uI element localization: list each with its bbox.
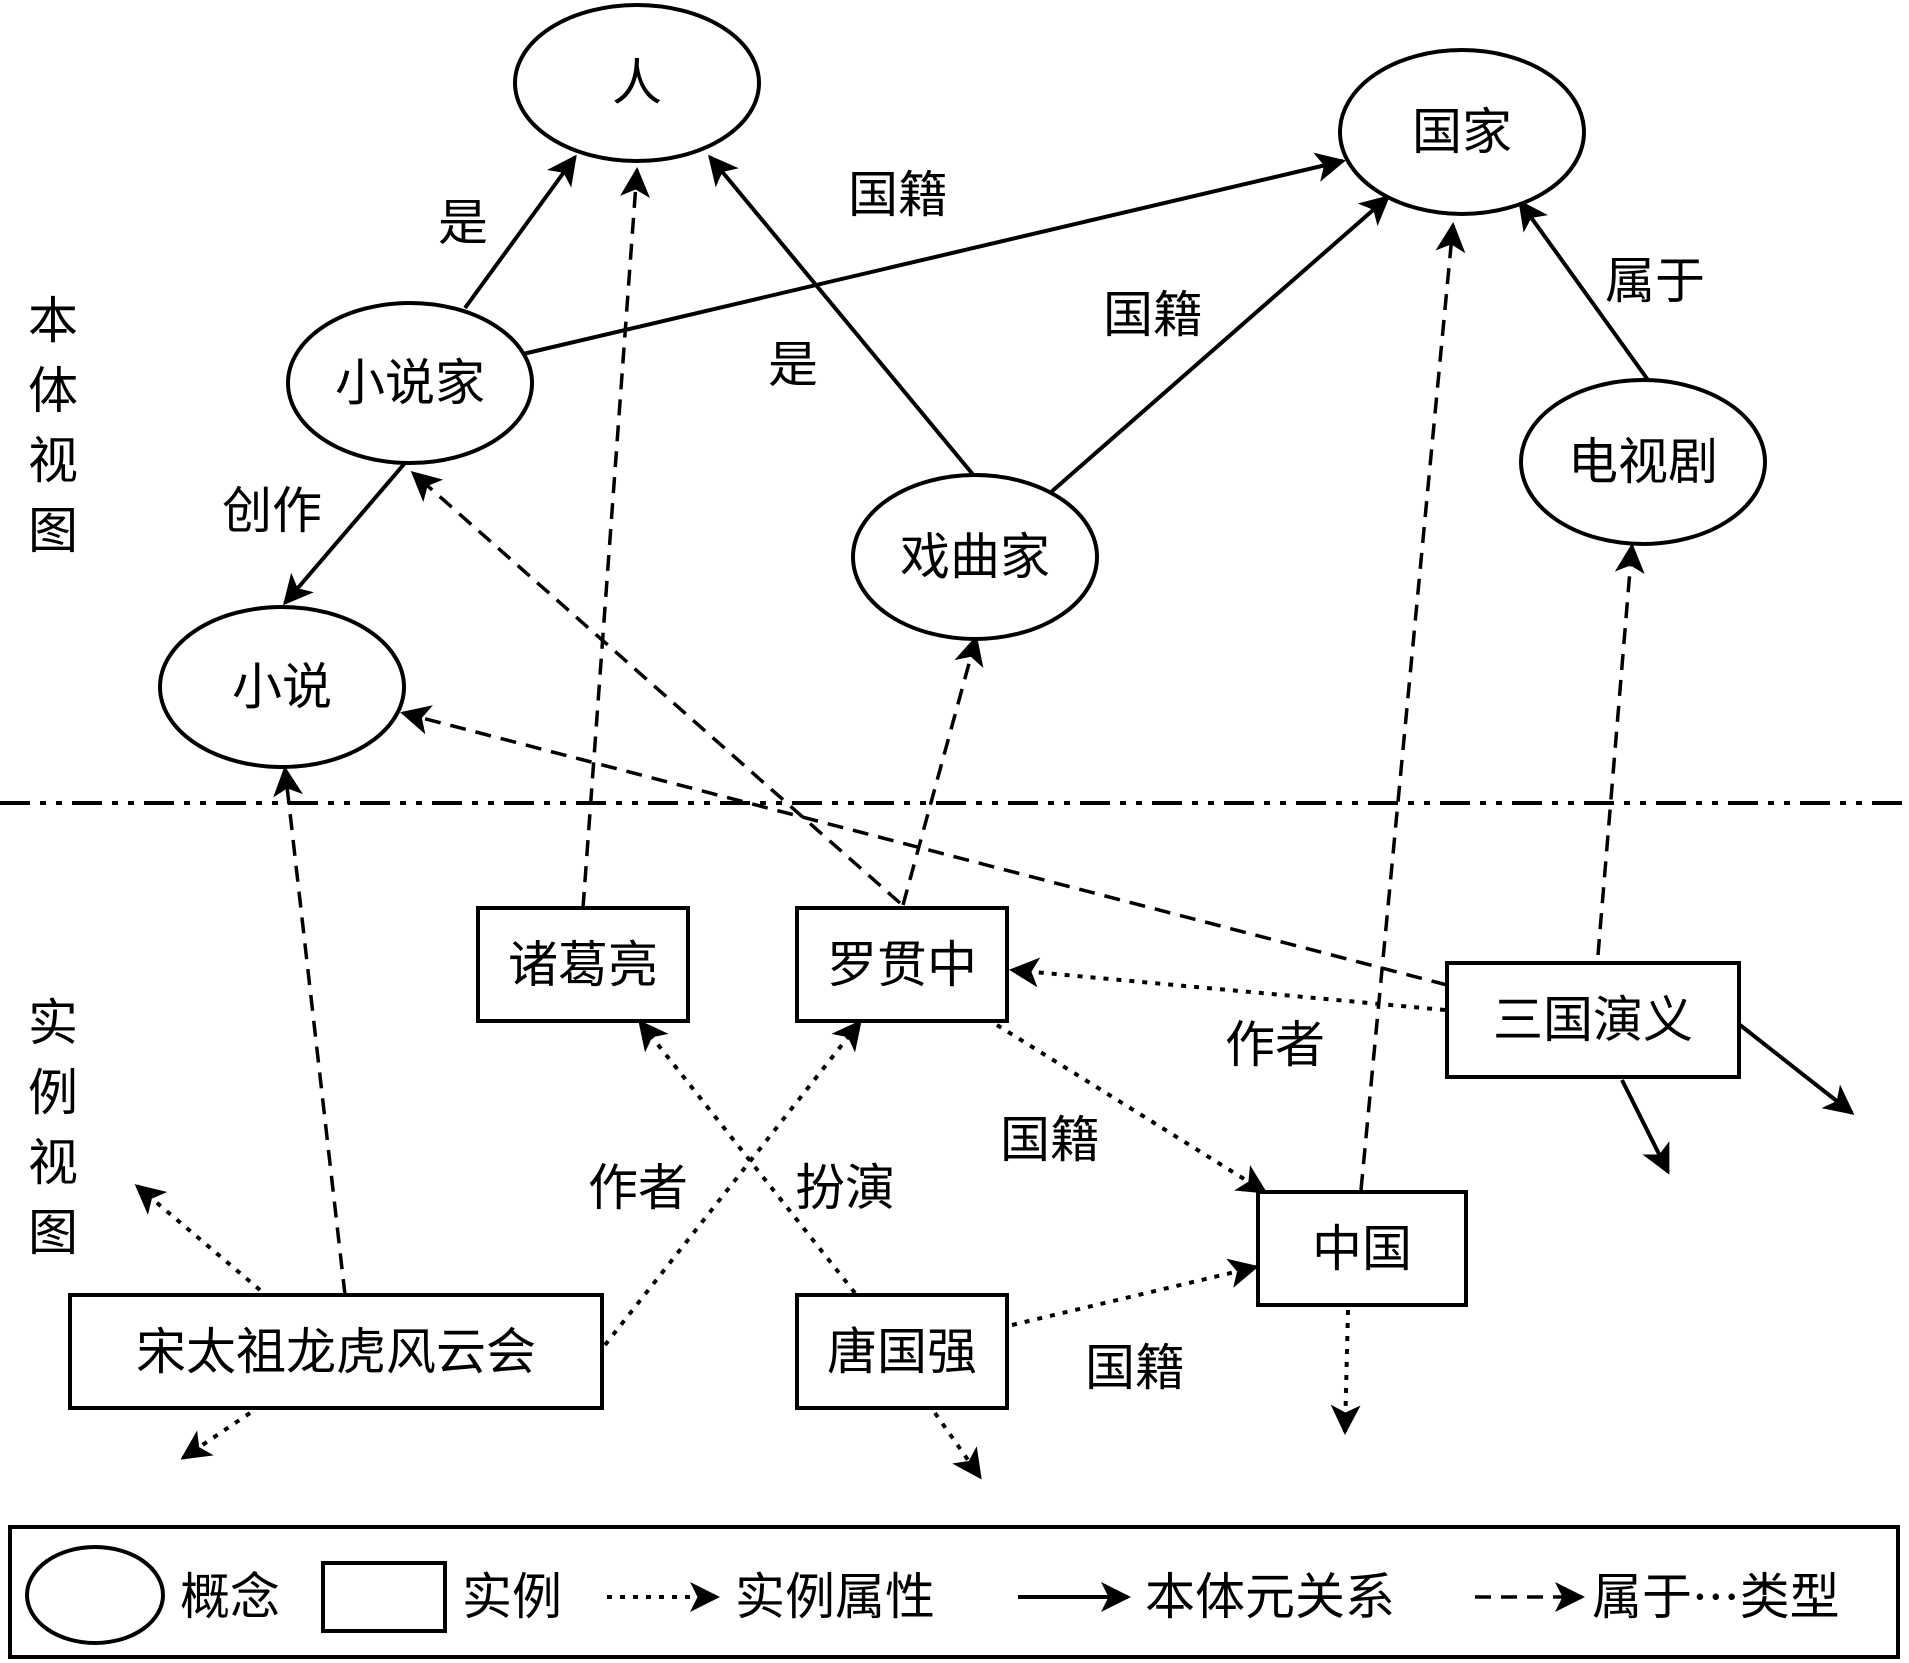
concept-ren: 人 bbox=[513, 3, 761, 163]
edge-sanguo-dianshiju bbox=[1596, 543, 1645, 956]
legend-meta-relation-label: 本体元关系 bbox=[1145, 1568, 1395, 1626]
instance-tangguoqiang: 唐国强 bbox=[795, 1293, 1009, 1410]
edge-zhongguo-out-down bbox=[1330, 1309, 1361, 1435]
edge-xiaoshuojia-xiaoshuo bbox=[283, 461, 407, 606]
instance-zhongguo-label: 中国 bbox=[1312, 1220, 1412, 1278]
edge-songtaizu-out-upleft bbox=[134, 1184, 262, 1292]
concept-xiaoshuo: 小说 bbox=[158, 605, 406, 769]
edge-sanguo-xiaoshuo bbox=[400, 705, 1448, 987]
instance-songtaizu: 宋太祖龙虎风云会 bbox=[68, 1293, 604, 1410]
edge-dianshiju-guojia bbox=[1518, 199, 1650, 382]
ontology-view-label: 本体视图 bbox=[28, 292, 78, 560]
label-zuozhe-2: 作者 bbox=[588, 1159, 688, 1217]
instance-zhugeliang: 诸葛亮 bbox=[476, 906, 690, 1023]
edge-sanguo-out-down bbox=[1620, 1079, 1670, 1175]
instance-zhongguo: 中国 bbox=[1256, 1190, 1468, 1307]
concept-guojia: 国家 bbox=[1338, 48, 1586, 216]
edge-zhongguo-guojia bbox=[1359, 222, 1466, 1191]
concept-xiquijia-label: 戏曲家 bbox=[900, 528, 1050, 586]
concept-dianshiju-label: 电视剧 bbox=[1568, 433, 1718, 491]
label-shuyu: 属于 bbox=[1605, 252, 1705, 310]
instance-luoguanzhong: 罗贯中 bbox=[795, 906, 1009, 1023]
legend-concept-symbol bbox=[25, 1545, 165, 1645]
label-guoji-1: 国籍 bbox=[848, 166, 948, 224]
edge-tangguoqiang-out-down bbox=[933, 1411, 982, 1480]
concept-ren-label: 人 bbox=[612, 54, 662, 112]
instance-sanguoyanyi: 三国演义 bbox=[1445, 961, 1741, 1079]
label-shi-2: 是 bbox=[768, 336, 818, 394]
legend-instance-label: 实例 bbox=[462, 1568, 562, 1626]
instance-view-label: 实例视图 bbox=[28, 994, 78, 1262]
legend-concept-label: 概念 bbox=[180, 1568, 280, 1626]
concept-xiaoshuojia-label: 小说家 bbox=[335, 354, 485, 412]
edge-tangguoqiang-zhugeliang bbox=[638, 1019, 857, 1295]
legend-instance-attribute-label: 实例属性 bbox=[735, 1568, 935, 1626]
edge-songtaizu-out-downleft bbox=[180, 1411, 252, 1460]
instance-tangguoqiang-label: 唐国强 bbox=[827, 1323, 977, 1381]
edge-zhugeliang-ren bbox=[581, 167, 650, 909]
instance-zhugeliang-label: 诸葛亮 bbox=[508, 936, 658, 994]
instance-luoguanzhong-label: 罗贯中 bbox=[827, 936, 977, 994]
edge-luoguanzhong-zhongguo bbox=[995, 1023, 1268, 1194]
edge-songtaizu-luoguanzhong bbox=[603, 1019, 862, 1347]
label-zuozhe-1: 作者 bbox=[1225, 1016, 1325, 1074]
edge-luoguanzhong-xiquijia bbox=[901, 635, 984, 906]
concept-guojia-label: 国家 bbox=[1412, 103, 1512, 161]
label-shi-1: 是 bbox=[438, 194, 488, 252]
label-guoji-3: 国籍 bbox=[1000, 1111, 1100, 1169]
edge-xiquijia-ren bbox=[708, 154, 977, 479]
legend: 概念 实例 实例属性 本体元关系 属于···类型 bbox=[8, 1525, 1900, 1659]
edge-xiquijia-guojia bbox=[1048, 195, 1391, 495]
edge-xiaoshuojia-ren bbox=[463, 154, 577, 310]
legend-instance-symbol bbox=[321, 1561, 447, 1633]
concept-dianshiju: 电视剧 bbox=[1519, 378, 1767, 546]
edge-songtaizu-xiaoshuo bbox=[273, 766, 347, 1296]
label-chuangzuo: 创作 bbox=[222, 482, 322, 540]
edge-xiaoshuojia-guojia bbox=[522, 152, 1346, 356]
edge-luoguanzhong-xiaoshuojia bbox=[410, 471, 902, 905]
edge-sanguo-out-right bbox=[1738, 1023, 1855, 1115]
label-banyan: 扮演 bbox=[795, 1159, 895, 1217]
instance-sanguoyanyi-label: 三国演义 bbox=[1493, 991, 1693, 1049]
instance-songtaizu-label: 宋太祖龙虎风云会 bbox=[136, 1323, 536, 1381]
label-guoji-4: 国籍 bbox=[1085, 1339, 1185, 1397]
label-guoji-2: 国籍 bbox=[1103, 286, 1203, 344]
legend-belongs-type-label: 属于···类型 bbox=[1592, 1568, 1840, 1626]
edge-tangguoqiang-zhongguo bbox=[1011, 1258, 1259, 1327]
concept-xiaoshuojia: 小说家 bbox=[286, 301, 534, 465]
concept-xiquijia: 戏曲家 bbox=[851, 473, 1099, 641]
concept-xiaoshuo-label: 小说 bbox=[232, 658, 332, 716]
